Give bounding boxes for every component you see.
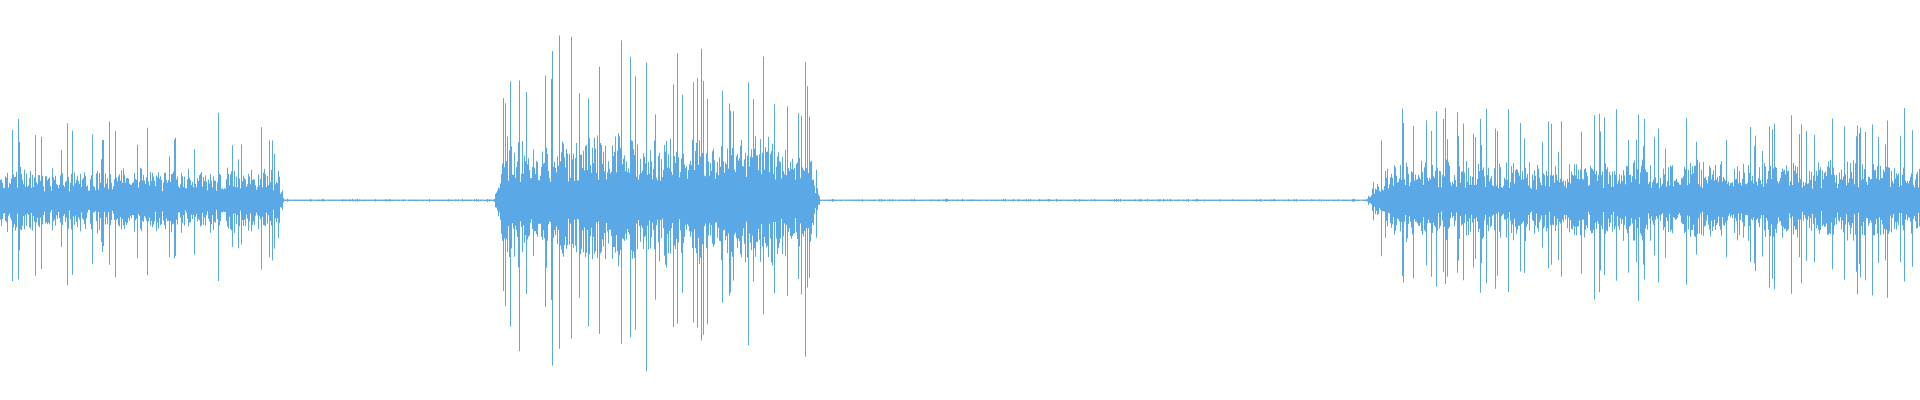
waveform-bars — [0, 35, 1920, 372]
